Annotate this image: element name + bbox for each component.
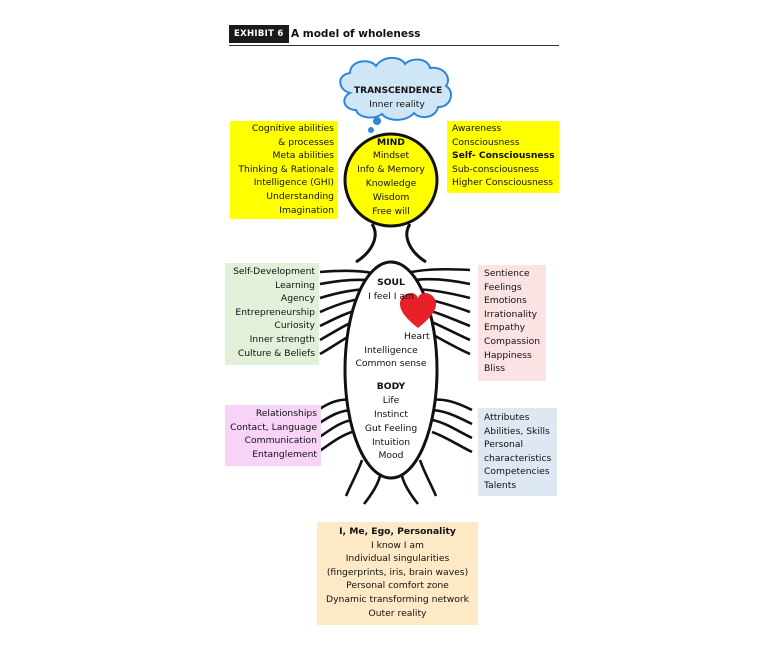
- body-item: Gut Feeling: [364, 423, 418, 434]
- list-item: Feelings: [484, 281, 522, 293]
- exhibit-tag: EXHIBIT 6: [229, 25, 289, 43]
- mind-left-box: Cognitive abilities & processes Meta abi…: [230, 121, 338, 219]
- list-item: & processes: [278, 136, 334, 148]
- list-item: Entanglement: [252, 448, 317, 460]
- ego-title: I, Me, Ego, Personality: [339, 526, 456, 537]
- list-item: Bliss: [484, 363, 505, 375]
- ego-box: I, Me, Ego, Personality I know I am Indi…: [317, 522, 478, 625]
- list-item: Dynamic transforming network: [326, 593, 469, 605]
- list-item: Imagination: [279, 204, 334, 216]
- exhibit-header: EXHIBIT 6 A model of wholeness: [229, 25, 559, 47]
- cloud-shape: [339, 56, 453, 133]
- list-item: Learning: [275, 279, 315, 291]
- list-item: Consciousness: [452, 136, 520, 148]
- soul-item: Common sense: [355, 358, 427, 369]
- list-item: Meta abilities: [272, 150, 334, 162]
- list-item: Culture & Beliefs: [237, 347, 315, 359]
- list-item: Self- Consciousness: [452, 150, 555, 162]
- list-item: characteristics: [484, 452, 552, 464]
- header-rule: [229, 45, 559, 46]
- list-item: Irrationality: [484, 308, 538, 320]
- list-item: Personal comfort zone: [346, 580, 449, 592]
- body-left-box: Relationships Contact, Language Communic…: [225, 405, 321, 466]
- list-item: Abilities, Skills: [484, 425, 550, 437]
- body-right-box: Attributes Abilities, Skills Personal ch…: [478, 408, 557, 496]
- list-item: Talents: [484, 479, 517, 491]
- mind-lower-curves: [355, 223, 427, 264]
- list-item: Outer reality: [368, 607, 427, 619]
- mind-item: Info & Memory: [357, 164, 425, 175]
- soul-item: Heart: [404, 331, 430, 342]
- soul-item: Intelligence: [364, 345, 418, 356]
- body-item: Life: [382, 395, 400, 406]
- body-item: Instinct: [374, 409, 408, 420]
- list-item: Cognitive abilities: [251, 123, 334, 134]
- list-item: Personal: [484, 439, 524, 451]
- list-item: Emotions: [484, 295, 527, 307]
- list-item: Self-Development: [233, 266, 315, 277]
- list-item: Entrepreneurship: [235, 306, 315, 318]
- mind-circle: [343, 132, 439, 228]
- mind-right-box: Awareness Consciousness Self- Consciousn…: [447, 121, 559, 193]
- mind-item: Free will: [372, 206, 410, 217]
- list-item: (fingerprints, iris, brain waves): [326, 566, 469, 578]
- list-item: Individual singularities: [345, 553, 450, 565]
- list-item: Understanding: [266, 190, 334, 202]
- list-item: Intelligence (GHI): [253, 177, 334, 189]
- body-item: Mood: [378, 450, 404, 461]
- list-item: Contact, Language: [230, 421, 317, 433]
- list-item: Inner strength: [249, 333, 315, 345]
- list-item: Sentience: [484, 268, 530, 279]
- list-item: Awareness: [452, 123, 502, 134]
- list-item: Higher Consciousness: [452, 177, 553, 189]
- list-item: Empathy: [484, 322, 526, 334]
- heart-icon: [400, 293, 436, 328]
- mind-item: Knowledge: [365, 178, 417, 189]
- list-item: Compassion: [484, 335, 541, 347]
- list-item: Sub-consciousness: [452, 163, 539, 175]
- soul-subtitle: I feel I am: [368, 291, 414, 302]
- body-item: Intuition: [371, 437, 411, 448]
- list-item: Happiness: [484, 349, 532, 361]
- exhibit-title: A model of wholeness: [291, 28, 421, 40]
- cloud-subtitle: Inner reality: [369, 99, 425, 110]
- mind-item: Wisdom: [372, 192, 410, 203]
- list-item: Competencies: [484, 466, 550, 478]
- list-item: Curiosity: [274, 320, 315, 332]
- soul-right-box: Sentience Feelings Emotions Irrationalit…: [478, 265, 546, 381]
- mind-item: Mindset: [372, 150, 410, 161]
- mind-title: MIND: [377, 137, 405, 148]
- list-item: Attributes: [484, 412, 530, 423]
- list-item: I know I am: [370, 539, 425, 551]
- cloud-title: TRANSCENDENCE: [354, 86, 443, 96]
- soul-left-box: Self-Development Learning Agency Entrepr…: [225, 263, 319, 365]
- list-item: Agency: [280, 293, 315, 305]
- list-item: Communication: [244, 435, 317, 447]
- soul-title: SOUL: [377, 277, 405, 288]
- body-title: BODY: [376, 381, 406, 392]
- list-item: Relationships: [255, 408, 317, 419]
- list-item: Thinking & Rationale: [238, 163, 334, 175]
